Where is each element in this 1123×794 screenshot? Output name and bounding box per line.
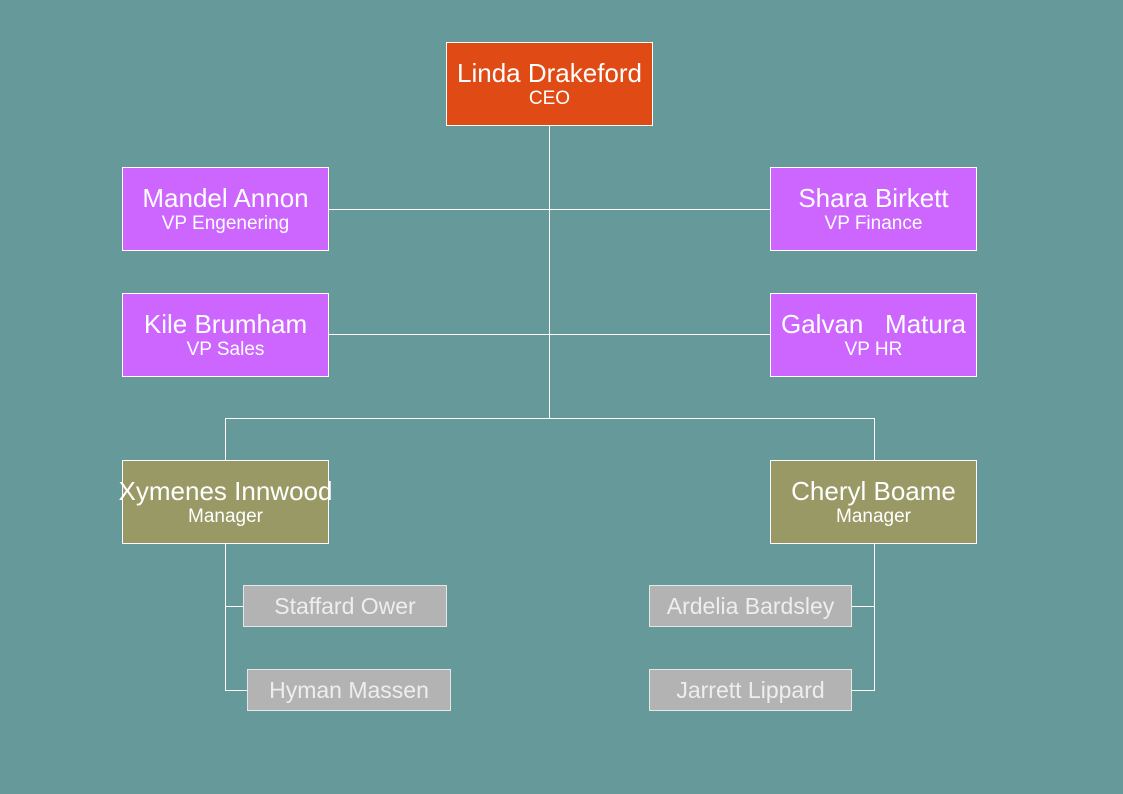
vp-finance-role: VP Finance bbox=[824, 213, 923, 234]
vp-hr-role: VP HR bbox=[844, 339, 903, 360]
staff-node-staffard-ower[interactable]: Staffard Ower bbox=[243, 585, 447, 627]
vp-engineering-role: VP Engenering bbox=[161, 213, 290, 234]
vp-sales-name: Kile Brumham bbox=[143, 309, 308, 339]
ceo-name: Linda Drakeford bbox=[457, 58, 642, 88]
ceo-role: CEO bbox=[528, 88, 571, 109]
vp-hr-node[interactable]: Galvan Matura VP HR bbox=[770, 293, 977, 377]
staff-name: Jarrett Lippard bbox=[676, 677, 825, 703]
vp-finance-name: Shara Birkett bbox=[798, 183, 949, 213]
manager-left-role: Manager bbox=[188, 506, 263, 527]
manager-left-node[interactable]: Xymenes Innwood Manager bbox=[119, 460, 332, 544]
manager-right-node[interactable]: Cheryl Boame Manager bbox=[770, 460, 977, 544]
vp-sales-role: VP Sales bbox=[186, 339, 265, 360]
vp-hr-name: Galvan Matura bbox=[781, 309, 966, 339]
vp-engineering-node[interactable]: Mandel Annon VP Engenering bbox=[122, 167, 329, 251]
staff-node-hyman-massen[interactable]: Hyman Massen bbox=[247, 669, 451, 711]
staff-name: Staffard Ower bbox=[274, 593, 416, 619]
vp-engineering-name: Mandel Annon bbox=[142, 183, 309, 213]
staff-node-ardelia-bardsley[interactable]: Ardelia Bardsley bbox=[649, 585, 852, 627]
manager-right-name: Cheryl Boame bbox=[791, 476, 956, 506]
staff-name: Hyman Massen bbox=[269, 677, 429, 703]
vp-sales-node[interactable]: Kile Brumham VP Sales bbox=[122, 293, 329, 377]
staff-node-jarrett-lippard[interactable]: Jarrett Lippard bbox=[649, 669, 852, 711]
manager-right-role: Manager bbox=[836, 506, 911, 527]
vp-finance-node[interactable]: Shara Birkett VP Finance bbox=[770, 167, 977, 251]
staff-name: Ardelia Bardsley bbox=[666, 593, 835, 619]
ceo-node[interactable]: Linda Drakeford CEO bbox=[446, 42, 653, 126]
manager-left-name: Xymenes Innwood bbox=[118, 476, 333, 506]
